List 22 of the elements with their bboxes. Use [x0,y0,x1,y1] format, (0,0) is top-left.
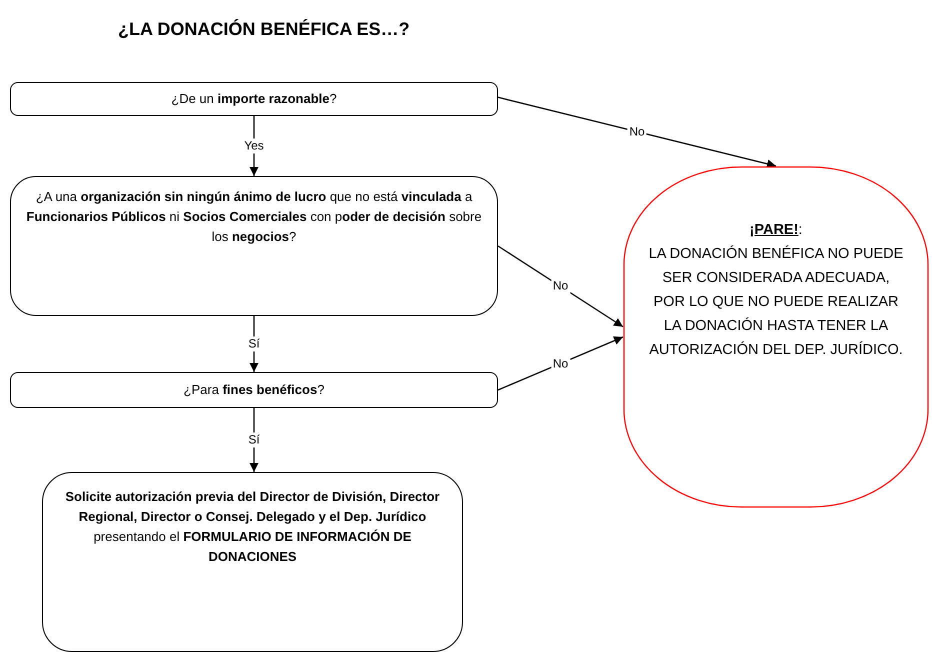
arrow [250,316,258,372]
edge-label: Sí [246,336,262,352]
action-box [42,472,463,652]
question-box [10,372,498,408]
edge-label: Sí [246,432,262,448]
arrow [498,336,624,391]
arrow [498,96,776,168]
question-text: ¿A una organización sin ningún ánimo de lucro que no está vinculada a Funcionarios Públicos ni Socios Comerciales con poder de decisión sobre los negocios? [25,188,483,246]
question-text: ¿Para fines benéficos? [184,381,324,399]
stop-message: LA DONACIÓN BENÉFICA NO PUEDE SER CONSIDERADA ADECUADA, POR LO QUE NO PUEDE REALIZAR LA DONACIÓN HASTA TENER LA AUTORIZACIÓN DEL DEP. JURÍDICO. [648,244,904,360]
stop-heading: ¡PARE!: [750,221,802,240]
diagram-title: ¿LA DONACIÓN BENÉFICA ES…? [118,18,410,41]
question-box [10,176,498,316]
question-box [10,82,498,116]
arrow [250,116,258,176]
edge-label: No [550,356,570,371]
edge-label: No [550,278,570,294]
edge-label: Yes [242,138,266,154]
arrow [498,245,624,328]
question-text: ¿De un importe razonable? [171,90,337,108]
instruction-text: Solicite autorización previa del Director de División, Director Regional, Director o Consej. Delegado y el Dep. Jurídico presentando el FORMULARIO DE INFORMACIÓN DE DONACIONES [64,488,441,566]
arrow [250,408,258,472]
